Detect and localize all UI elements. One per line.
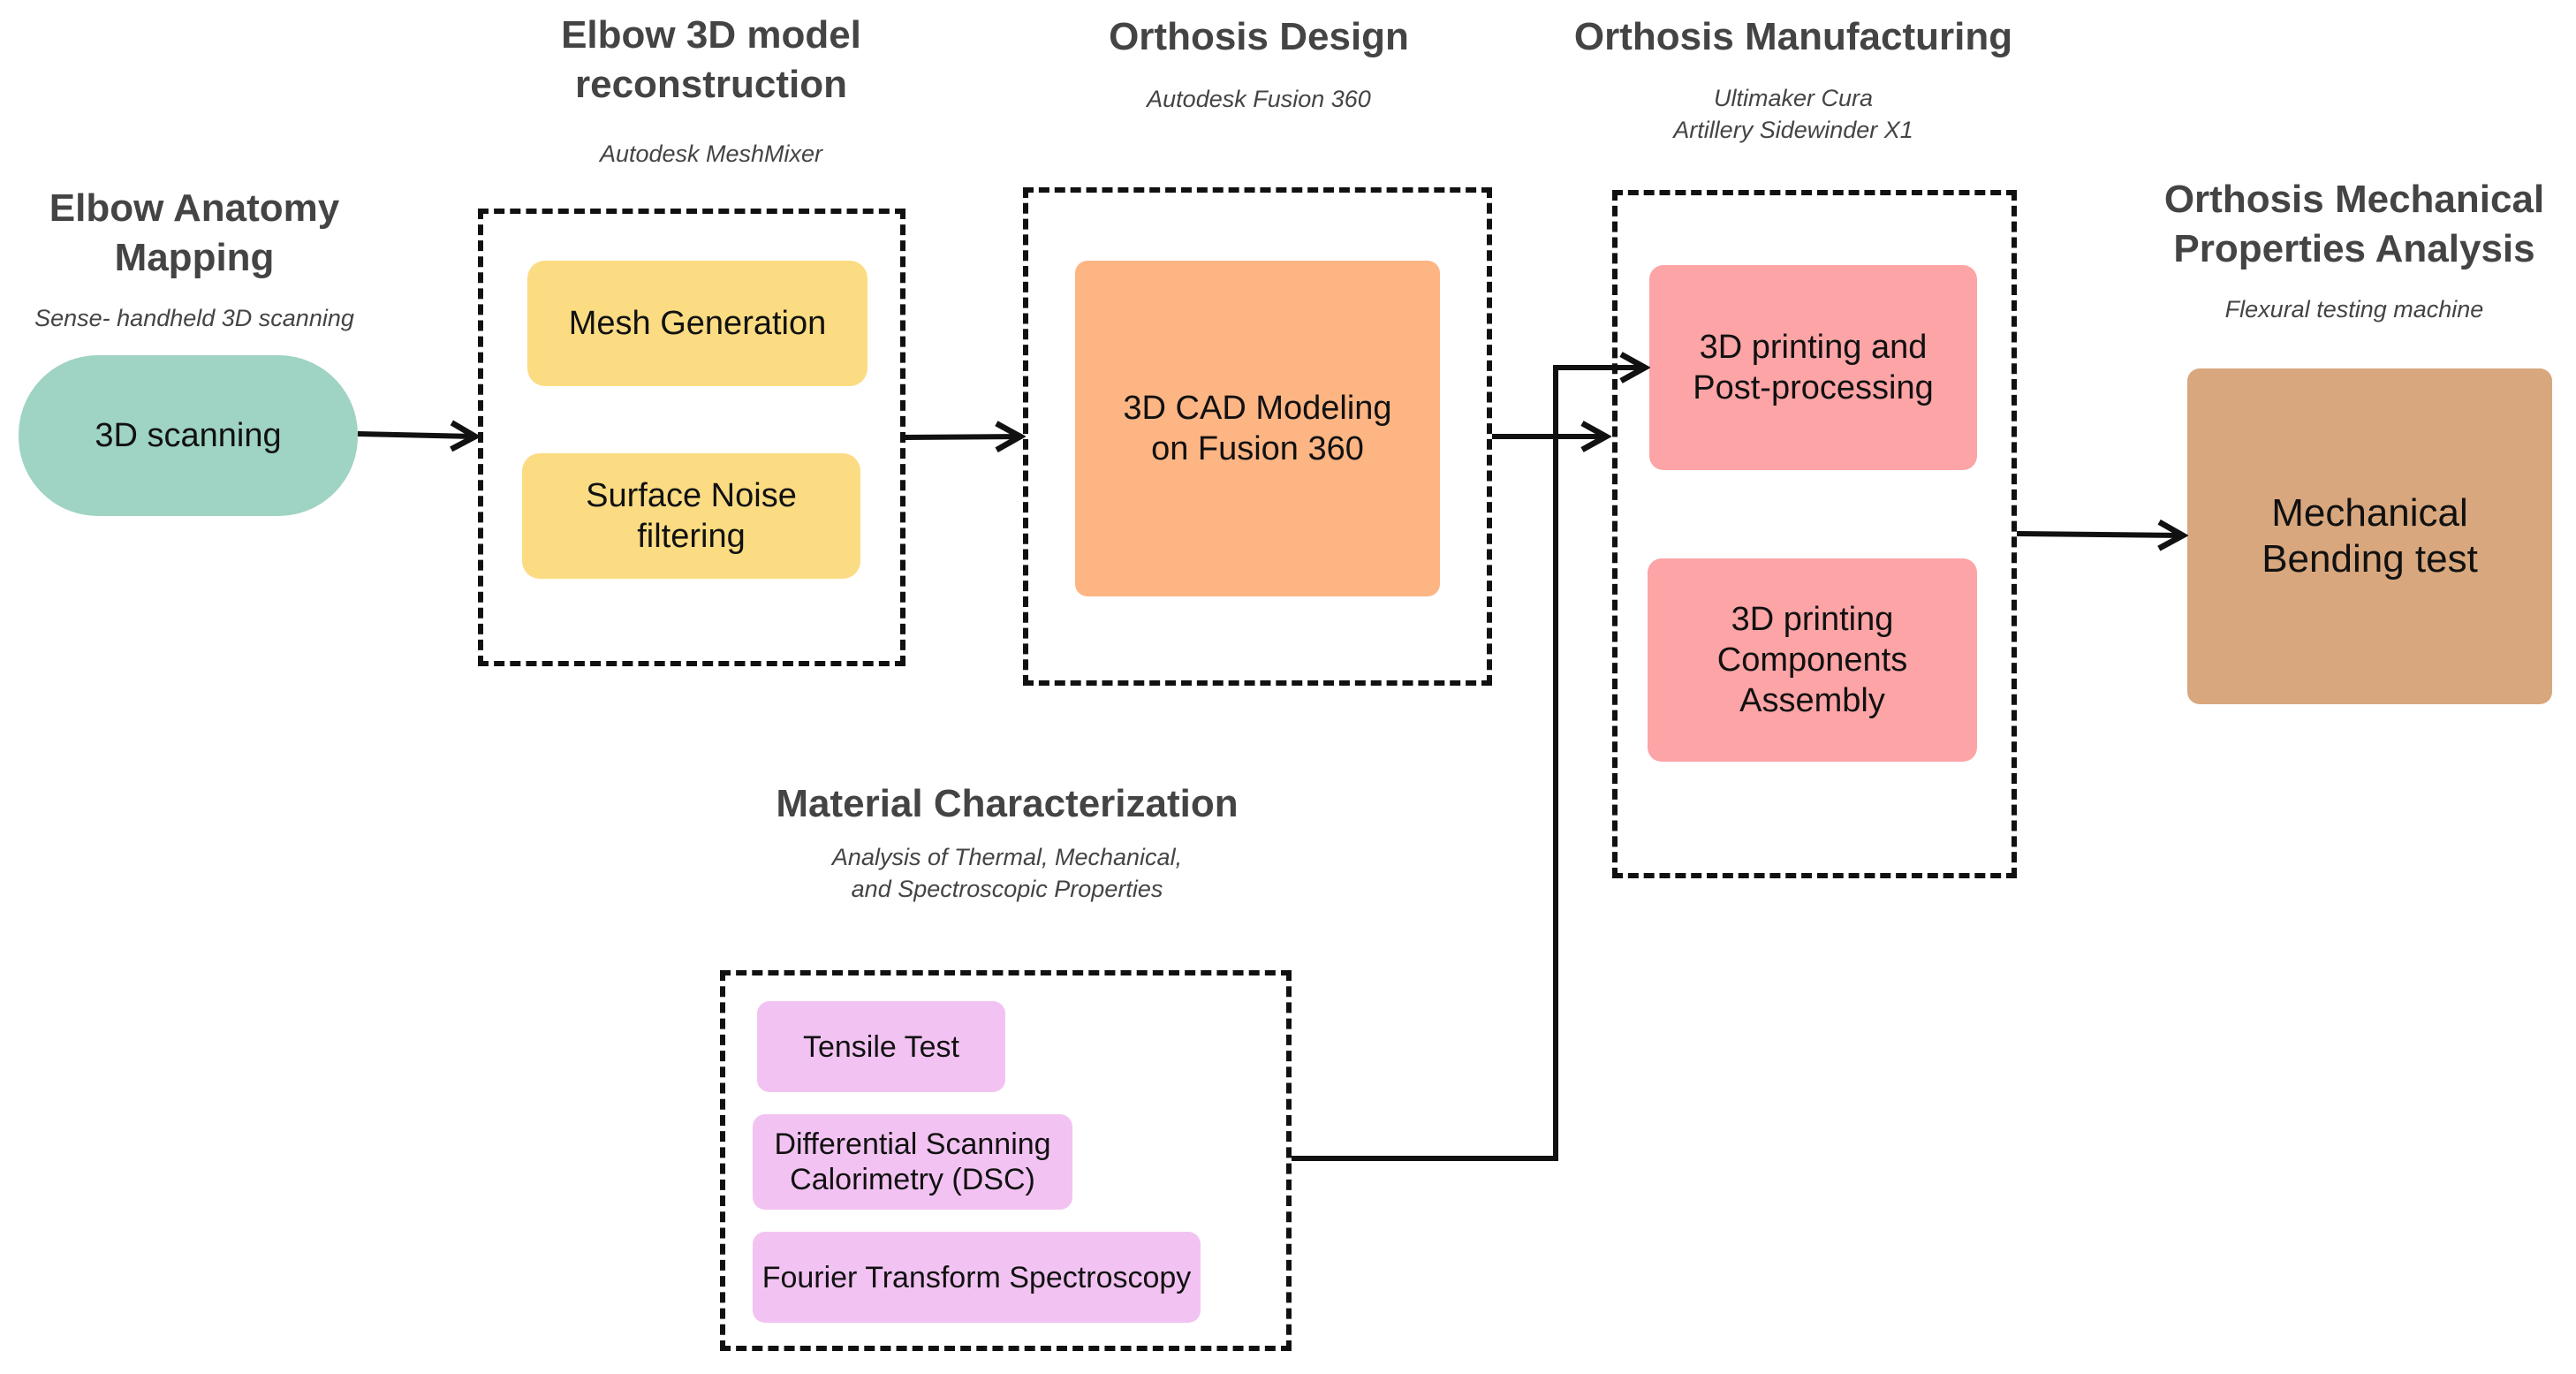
node-mesh-generation-label: Mesh Generation	[568, 305, 827, 342]
stage-subtitle-reconstruction: Autodesk MeshMixer	[599, 140, 823, 167]
stage-title-manufacturing: Orthosis Manufacturing	[1573, 15, 2013, 58]
node-ftir-label: Fourier Transform Spectroscopy	[761, 1260, 1192, 1294]
node-mesh-generation: Mesh Generation	[527, 261, 868, 386]
node-printing-post-processing: 3D printing and Post-processing	[1649, 265, 1977, 470]
stage-subtitle-mapping: Sense- handheld 3D scanning	[34, 305, 354, 331]
node-printing-assembly-label: 3D printing Components Assembly	[1716, 601, 1908, 719]
node-cad-modeling-label: 3D CAD Modeling on Fusion 360	[1123, 390, 1392, 467]
stage-title-reconstruction: Elbow 3D model reconstruction	[561, 13, 861, 106]
node-tensile-test: Tensile Test	[757, 1001, 1005, 1092]
stage-title-mapping: Elbow Anatomy Mapping	[49, 186, 340, 279]
stage-title-design: Orthosis Design	[1109, 15, 1409, 58]
node-printing-assembly: 3D printing Components Assembly	[1648, 558, 1977, 762]
node-3d-scanning-label: 3D scanning	[95, 417, 282, 454]
node-dsc: Differential Scanning Calorimetry (DSC)	[753, 1114, 1072, 1210]
node-surface-noise-filtering-label: Surface Noise filtering	[586, 477, 797, 555]
arrow-manufacturing-to-bending	[2016, 534, 2183, 535]
node-3d-scanning: 3D scanning	[19, 355, 358, 516]
arrow-reconstruction-to-design	[905, 436, 1020, 437]
stage-subtitle-manufacturing: Ultimaker Cura Artillery Sidewinder X1	[1673, 85, 1913, 143]
stage-subtitle-material: Analysis of Thermal, Mechanical, and Spe…	[831, 844, 1183, 902]
node-surface-noise-filtering: Surface Noise filtering	[522, 453, 860, 579]
node-ftir: Fourier Transform Spectroscopy	[753, 1232, 1201, 1323]
node-dsc-label: Differential Scanning Calorimetry (DSC)	[774, 1127, 1051, 1196]
stage-title-material: Material Characterization	[776, 782, 1239, 825]
node-cad-modeling: 3D CAD Modeling on Fusion 360	[1075, 261, 1440, 596]
node-bending-test-label: Mechanical Bending test	[2262, 491, 2478, 581]
node-bending-test: Mechanical Bending test	[2187, 368, 2552, 704]
node-printing-post-processing-label: 3D printing and Post-processing	[1693, 329, 1934, 406]
arrow-material-to-printing	[1292, 368, 1645, 1161]
stage-title-analysis: Orthosis Mechanical Properties Analysis	[2163, 178, 2545, 270]
stage-subtitle-design: Autodesk Fusion 360	[1147, 86, 1371, 112]
material-group	[720, 970, 1292, 1351]
arrow-scanning-to-reconstruction	[357, 434, 475, 436]
node-tensile-test-label: Tensile Test	[802, 1029, 960, 1064]
stage-subtitle-analysis: Flexural testing machine	[2224, 296, 2484, 323]
manufacturing-group	[1612, 190, 2017, 878]
